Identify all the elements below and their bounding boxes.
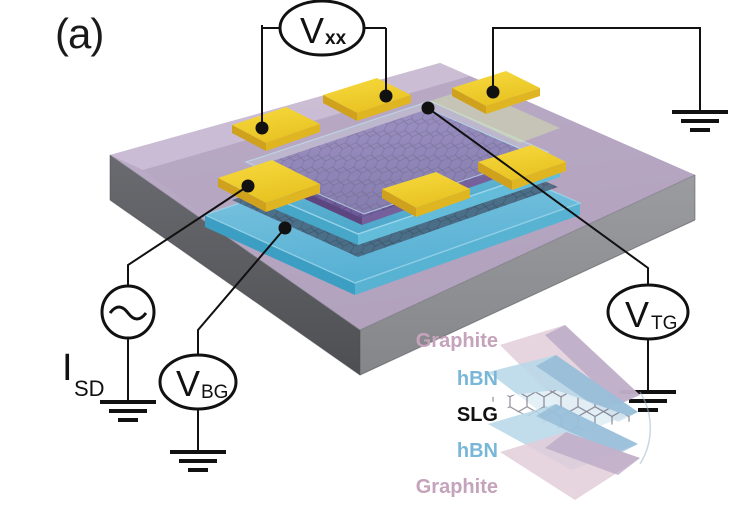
gold-contact-pad	[478, 145, 566, 190]
vxx-subscript: xx	[325, 28, 347, 49]
vbg-symbol: V	[176, 363, 200, 404]
top-gate-lead-overlay	[430, 88, 560, 143]
circuit-wiring	[127, 25, 701, 356]
vbg-subscript: BG	[201, 382, 228, 403]
isd-subscript: SD	[74, 376, 105, 401]
ground-symbol	[100, 400, 156, 422]
fan-layer-graphite-bottom	[500, 432, 640, 500]
legend-label-graphite-top: Graphite	[415, 330, 498, 352]
ac-current-source	[100, 284, 156, 422]
vxx-symbol: V	[300, 10, 324, 51]
vtg-subscript: TG	[651, 313, 677, 334]
vtg-symbol: V	[625, 294, 649, 335]
gold-contact-pad	[382, 172, 470, 217]
ground-symbol	[170, 450, 226, 472]
wire-contact-dots	[241, 85, 500, 235]
isd-symbol: I	[62, 347, 73, 389]
gold-contact-pad	[218, 160, 320, 212]
legend-label-hbn-bottom: hBN	[456, 440, 498, 462]
vbg-source: V BG	[158, 353, 238, 472]
legend-label-slg: SLG	[456, 404, 498, 426]
gold-contact-pad	[323, 78, 411, 121]
panel-label: (a)	[55, 10, 104, 57]
ground-symbol	[672, 110, 728, 132]
gold-contact-pad	[232, 107, 320, 151]
legend-label-hbn-top: hBN	[456, 368, 498, 390]
vtg-source: V TG	[606, 283, 690, 412]
sine-wave-icon	[108, 305, 148, 321]
vxx-meter: V xx	[262, 0, 386, 57]
exploded-stack-inset	[484, 325, 652, 500]
legend-label-graphite-bottom: Graphite	[415, 476, 498, 498]
isd-label: I SD	[62, 347, 105, 401]
